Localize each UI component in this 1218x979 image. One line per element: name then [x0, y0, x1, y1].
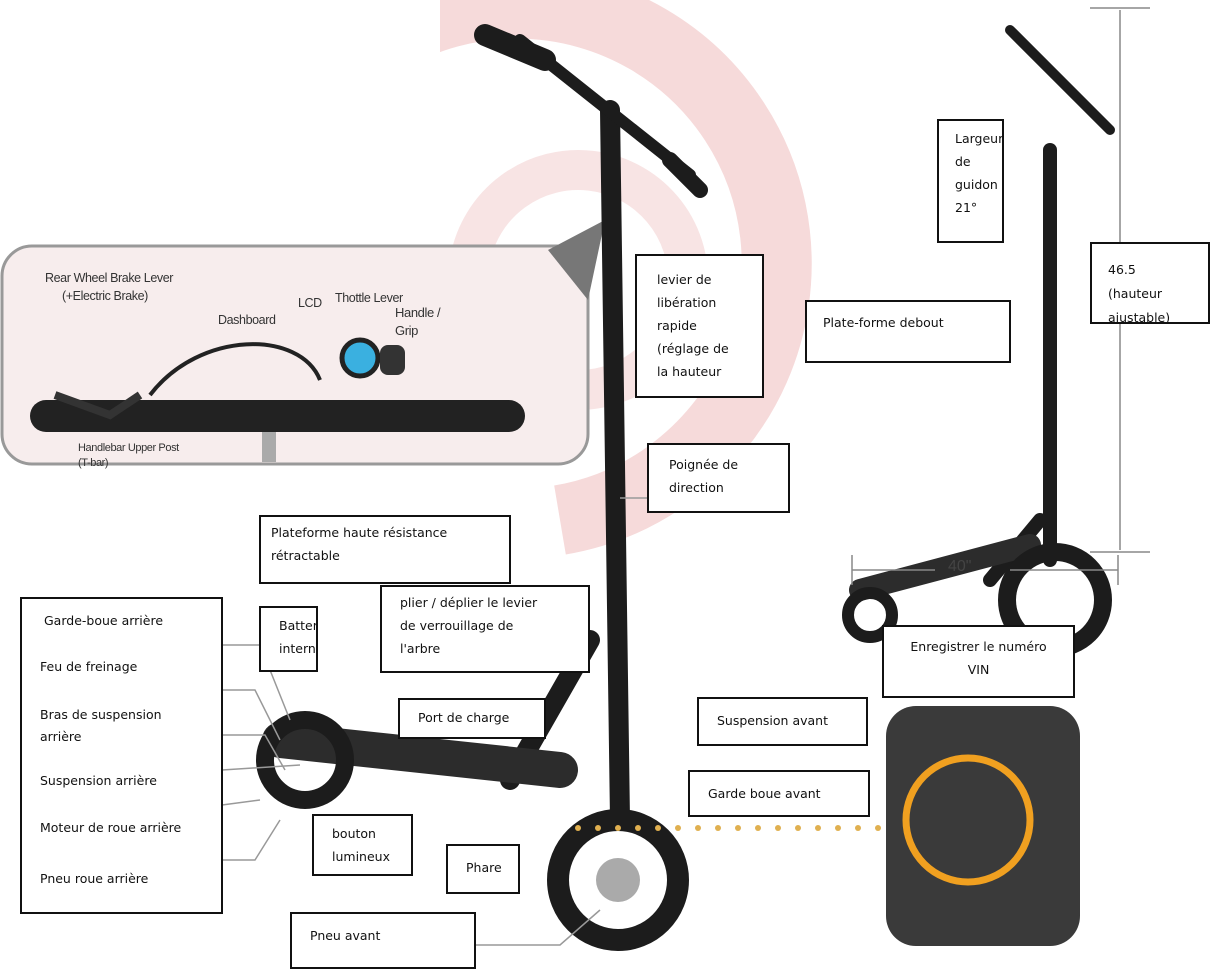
- label-line: direction: [669, 480, 724, 495]
- label-largeur-guidon: Largeur de guidon 21°: [937, 119, 1004, 243]
- dotted-leader: [575, 825, 881, 831]
- label-rear-parts-list: Garde-boue arrière Feu de freinage Bras …: [20, 597, 223, 914]
- inset-label-handle: Handle /: [395, 305, 441, 320]
- list-item: Suspension arrière: [40, 773, 157, 788]
- label-line: plier / déplier le levier: [400, 595, 538, 610]
- label-line: rapide: [657, 318, 697, 333]
- label-line: interne: [279, 641, 316, 656]
- label-batterie: Batterie interne: [259, 606, 318, 672]
- label-line: Poignée de: [669, 457, 739, 472]
- inset-label-lcd-sub: Dashboard: [218, 313, 276, 327]
- label-phare: Phare: [446, 844, 520, 894]
- label-line: 46.5: [1108, 262, 1136, 277]
- label-plate-forme-debout: Plate-forme debout: [805, 300, 1011, 363]
- label-bouton-lumineux: bouton lumineux: [312, 814, 413, 876]
- inset-label-rear-brake-sub: (+Electric Brake): [62, 289, 148, 303]
- label-port-de-charge: Port de charge: [398, 698, 546, 739]
- label-line: guidon: [955, 177, 998, 192]
- inset-label-handle-sub: Grip: [395, 323, 418, 338]
- label-line: Enregistrer le numéro: [910, 639, 1047, 654]
- label-line: libération: [657, 295, 717, 310]
- label-hauteur: 46.5 (hauteur ajustable): [1090, 242, 1210, 324]
- label-line: l'arbre: [400, 641, 441, 656]
- label-plier-deplier: plier / déplier le levier de verrouillag…: [380, 585, 590, 673]
- label-line: lumineux: [332, 849, 390, 864]
- label-line: bouton: [332, 826, 376, 841]
- label-line: la hauteur: [657, 364, 722, 379]
- label-line: de verrouillage de: [400, 618, 514, 633]
- inset-label-upper-post: Handlebar Upper Post: [78, 442, 179, 454]
- width-dimension: 40": [948, 558, 972, 575]
- label-pneu-avant: Pneu avant: [290, 912, 476, 969]
- label-line: 21°: [955, 200, 978, 215]
- label-line: de: [955, 154, 971, 169]
- label-garde-boue-avant: Garde boue avant: [688, 770, 870, 817]
- label-line: (hauteur: [1108, 286, 1163, 301]
- label-levier-liberation: levier de libération rapide (réglage de …: [635, 254, 764, 398]
- vin-plate-image: [886, 706, 1080, 946]
- label-suspension-avant: Suspension avant: [697, 697, 868, 746]
- inset-label-rear-brake: Rear Wheel Brake Lever: [45, 271, 174, 285]
- list-item: arrière: [40, 729, 82, 744]
- label-line: Plateforme haute résistance: [271, 525, 448, 540]
- label-line: (réglage de: [657, 341, 729, 356]
- label-line: levier de: [657, 272, 712, 287]
- list-item: Pneu roue arrière: [40, 871, 149, 886]
- label-line: rétractable: [271, 548, 340, 563]
- vin-circle-highlight: [902, 754, 1034, 886]
- inset-label-throttle: Thottle Lever: [335, 291, 403, 305]
- label-line: VIN: [967, 662, 990, 677]
- label-plateforme-haute: Plateforme haute résistance rétractable: [259, 515, 511, 584]
- list-item: Garde-boue arrière: [44, 613, 164, 628]
- label-line: Largeur: [955, 131, 1004, 146]
- inset-label-upper-post-sub: (T-bar): [78, 457, 109, 469]
- list-item: Feu de freinage: [40, 659, 138, 674]
- label-poignee-direction: Poignée de direction: [647, 443, 790, 513]
- label-line: Batterie: [279, 618, 318, 633]
- label-line: ajustable): [1108, 310, 1171, 324]
- inset-label-lcd: LCD: [298, 296, 322, 310]
- list-item: Bras de suspension: [40, 707, 162, 722]
- list-item: Moteur de roue arrière: [40, 820, 182, 835]
- label-enregistrer-vin: Enregistrer le numéro VIN: [882, 625, 1075, 698]
